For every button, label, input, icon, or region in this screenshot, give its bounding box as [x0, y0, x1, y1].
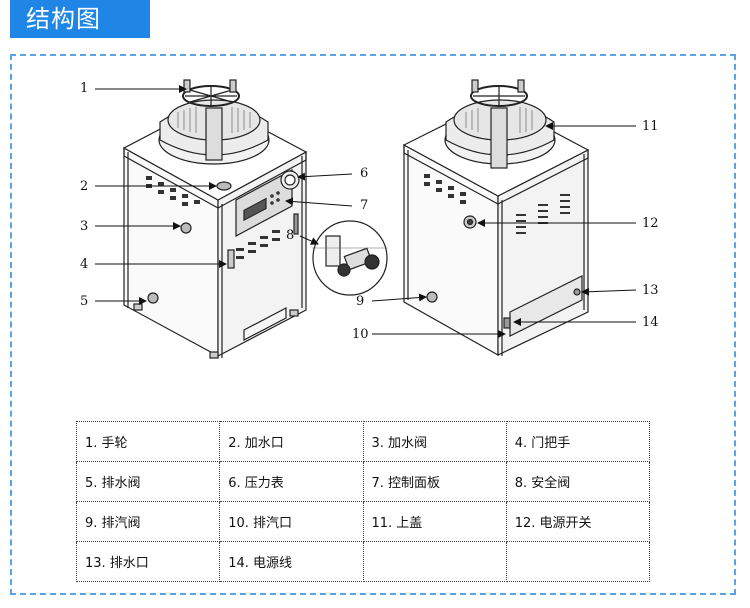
callout-6: 6 — [360, 166, 369, 181]
table-cell: 4. 门把手 — [505, 421, 651, 462]
table-cell: 1. 手轮 — [75, 421, 221, 462]
callout-14: 14 — [642, 315, 659, 330]
callout-10: 10 — [352, 327, 369, 342]
table-row: 1. 手轮 2. 加水口 3. 加水阀 4. 门把手 — [75, 421, 651, 462]
table-cell: 10. 排汽口 — [219, 501, 364, 542]
table-row: 9. 排汽阀 10. 排汽口 11. 上盖 12. 电源开关 — [75, 501, 651, 542]
table-cell: 13. 排水口 — [75, 541, 221, 582]
table-cell: 6. 压力表 — [219, 461, 364, 502]
leader-7 — [285, 197, 353, 207]
leader-8 — [299, 235, 319, 245]
leader-lines — [95, 85, 637, 338]
callout-8: 8 — [286, 228, 295, 243]
callout-5: 5 — [80, 294, 89, 309]
callout-7: 7 — [360, 198, 369, 213]
table-cell: 3. 加水阀 — [362, 421, 507, 462]
table-cell: 11. 上盖 — [362, 501, 507, 542]
table-row: 13. 排水口 14. 电源线 — [75, 541, 651, 582]
table-cell: 8. 安全阀 — [505, 461, 651, 502]
safety-valve-detail — [312, 220, 388, 296]
callout-1: 1 — [80, 81, 89, 96]
leader-6 — [297, 172, 353, 181]
section-title-text: 结构图 — [26, 5, 101, 33]
callout-4: 4 — [80, 257, 89, 272]
table-cell: 2. 加水口 — [219, 421, 364, 462]
callout-2: 2 — [80, 179, 89, 194]
table-cell — [505, 541, 651, 582]
front-view-machine — [122, 79, 308, 359]
callout-3: 3 — [80, 219, 89, 234]
table-row: 5. 排水阀 6. 压力表 7. 控制面板 8. 安全阀 — [75, 461, 651, 502]
table-cell: 14. 电源线 — [219, 541, 364, 582]
rear-view-machine — [402, 79, 590, 357]
callout-13: 13 — [642, 283, 659, 298]
parts-table: 1. 手轮 2. 加水口 3. 加水阀 4. 门把手 5. 排水阀 6. 压力表… — [75, 421, 651, 582]
section-title: 结构图 — [10, 0, 150, 38]
table-cell: 9. 排汽阀 — [75, 501, 221, 542]
leader-13 — [581, 287, 637, 296]
callout-12: 12 — [642, 216, 659, 231]
table-cell — [362, 541, 507, 582]
table-cell: 5. 排水阀 — [75, 461, 221, 502]
callout-9: 9 — [356, 294, 365, 309]
table-cell: 12. 电源开关 — [505, 501, 651, 542]
diagram-frame — [10, 54, 736, 595]
callout-11: 11 — [642, 119, 659, 134]
table-cell: 7. 控制面板 — [362, 461, 507, 502]
leader-9 — [371, 293, 427, 302]
